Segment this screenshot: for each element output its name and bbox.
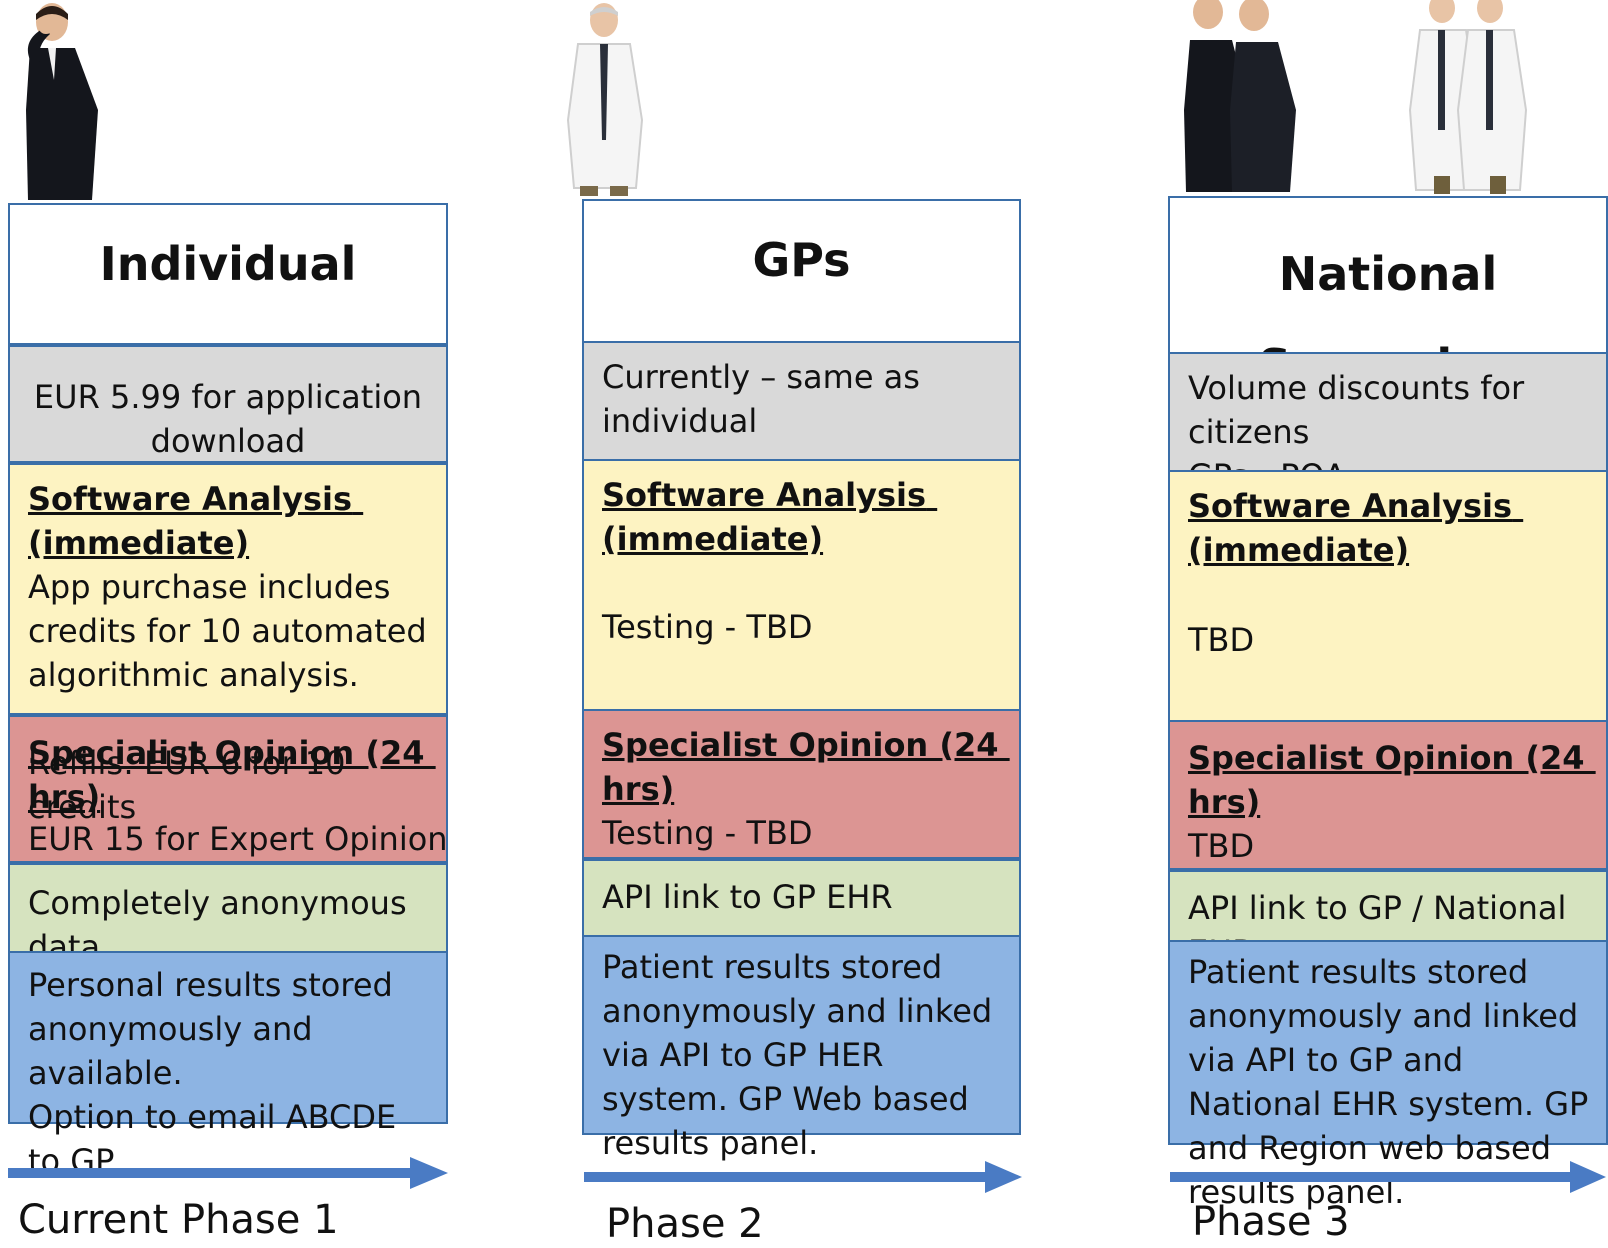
phase3-pricing-box: Volume discounts for citizens GPs - POA <box>1168 352 1608 472</box>
phase3-software-heading: Software Analysis (immediate) <box>1188 487 1524 569</box>
phase1-pricing-text: EUR 5.99 for application download <box>33 378 433 460</box>
phase3-specialist-text: TBD <box>1188 827 1255 865</box>
phase2-results-box: Patient results stored anonymously and l… <box>582 935 1021 1162</box>
phase1-software-text: App purchase includes credits for 10 aut… <box>28 568 437 694</box>
phase3-specialist-heading: Specialist Opinion (24 hrs) <box>1188 739 1596 821</box>
phase2-data-box: API link to GP EHR <box>582 859 1021 937</box>
phase1-title: Individual <box>99 237 357 291</box>
phase3-pricing-text: Volume discounts for citizens GPs - POA <box>1188 369 1525 470</box>
phase1-results-text: Personal results stored anonymously and … <box>28 966 397 1180</box>
phase1-refill-text: Refills: EUR 6 for 10 credits <box>28 744 356 826</box>
phase2-data-text: API link to GP EHR <box>602 878 893 916</box>
doctors-icon <box>1408 0 1528 194</box>
phase2-software-heading: Software Analysis (immediate) <box>602 476 938 558</box>
phase1-results-box: Personal results stored anonymously and … <box>8 951 448 1180</box>
phase1-pricing-box: EUR 5.99 for application download <box>8 345 448 463</box>
phase2-pricing-text: Currently – same as individual <box>602 358 931 440</box>
phase2-arrow-icon <box>584 1161 1022 1193</box>
phase3-software-box: Software Analysis (immediate) TBD <box>1168 470 1608 722</box>
phase3-title: National Screening <box>1258 247 1518 352</box>
phase1-specialist-text: EUR 15 for Expert Opinion <box>28 820 448 858</box>
phase3-results-text: Patient results stored anonymously and l… <box>1188 953 1599 1211</box>
phase3-specialist-box: Specialist Opinion (24 hrs) TBD <box>1168 720 1608 870</box>
phase1-data-text: Completely anonymous data <box>28 884 417 953</box>
phase3-label: Phase 3 <box>1192 1199 1350 1245</box>
phase2-label: Phase 2 <box>606 1201 764 1247</box>
phase2-specialist-box: Specialist Opinion (24 hrs) Testing - TB… <box>582 709 1021 859</box>
phase3-title-box: National Screening <box>1168 196 1608 354</box>
phase2-software-text: Testing - TBD <box>602 608 813 646</box>
phase1-data-box: Completely anonymous data <box>8 863 448 953</box>
doctor-icon <box>566 3 644 196</box>
phase2-title-box: GPs <box>582 199 1021 343</box>
phase2-specialist-text: Testing - TBD <box>602 814 813 852</box>
phase2-pricing-box: Currently – same as individual <box>582 341 1021 461</box>
phase1-label: Current Phase 1 <box>18 1197 339 1243</box>
phase1-title-box: Individual <box>8 203 448 345</box>
phase3-software-text: TBD <box>1188 621 1255 659</box>
phase2-specialist-heading: Specialist Opinion (24 hrs) <box>602 726 1010 808</box>
worried-person-icon <box>26 3 98 200</box>
phase2-results-text: Patient results stored anonymously and l… <box>602 948 1003 1162</box>
phase2-title: GPs <box>752 233 851 287</box>
phase1-software-heading: Software Analysis (immediate) <box>28 480 364 562</box>
worried-people-icon <box>1184 0 1296 192</box>
phase1-software-box: Software Analysis (immediate) App purcha… <box>8 463 448 826</box>
phase3-results-box: Patient results stored anonymously and l… <box>1168 940 1608 1211</box>
phase1-specialist-heading: Specialist Opinion (24 hrs) <box>28 734 436 816</box>
people-illustrations <box>26 0 1528 200</box>
phase2-software-box: Software Analysis (immediate) Testing - … <box>582 459 1021 711</box>
phase1-specialist-box: Specialist Opinion (24 hrs) EUR 15 for E… <box>8 715 448 863</box>
